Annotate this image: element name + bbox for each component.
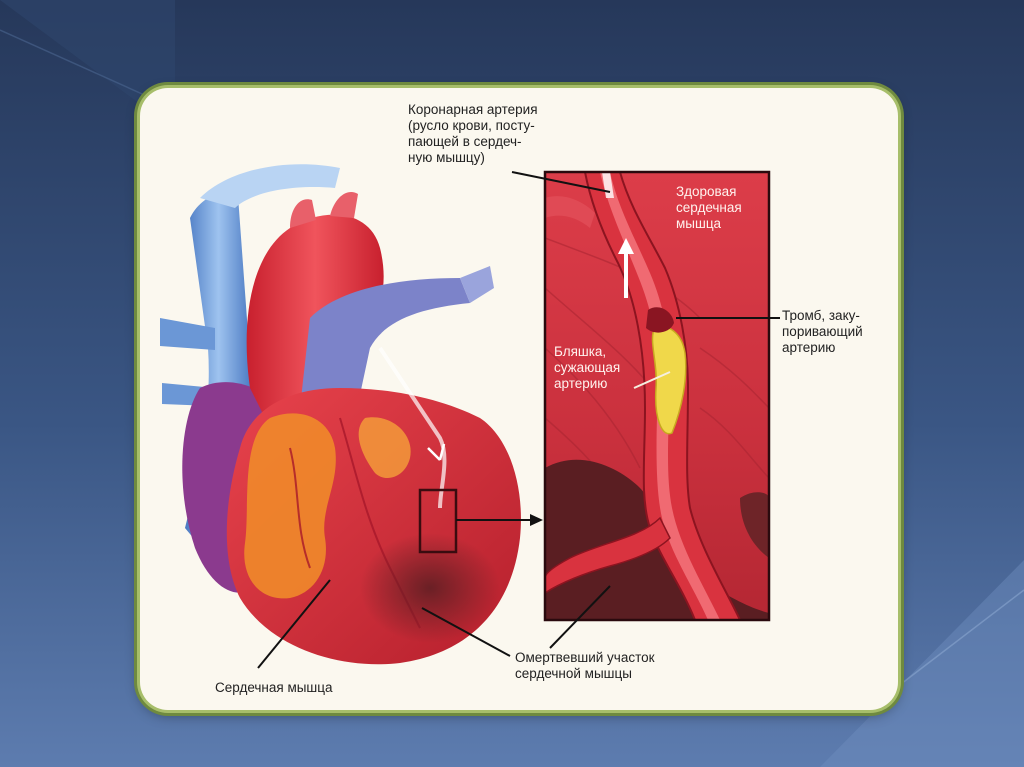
leader-dead-area bbox=[421, 607, 511, 657]
epicardial-fat bbox=[244, 413, 336, 599]
heart-attack-illustration bbox=[160, 164, 780, 669]
artery-branch bbox=[545, 516, 671, 594]
vein-branch-left bbox=[160, 318, 215, 350]
zoom-panel bbox=[545, 172, 769, 620]
label-plaque: Бляшка, сужающая артерию bbox=[554, 344, 621, 391]
dead-tissue-zone bbox=[360, 533, 500, 643]
label-heart-muscle: Сердечная мышца bbox=[215, 680, 333, 695]
zoom-connector-arrowhead bbox=[530, 514, 543, 526]
aorta-top-branches bbox=[290, 192, 358, 228]
pulmonary-artery bbox=[300, 278, 470, 418]
vein-top bbox=[200, 164, 340, 208]
flow-arrowhead bbox=[618, 238, 634, 254]
thrombus bbox=[646, 307, 674, 333]
upper-vessel bbox=[545, 196, 595, 228]
necrotic-tissue-right bbox=[740, 492, 769, 558]
diagram-card: Коронарная артерия (русло крови, посту- … bbox=[140, 88, 898, 710]
zoom-panel-border bbox=[543, 170, 771, 622]
label-coronary-artery: Коронарная артерия (русло крови, посту- … bbox=[408, 102, 538, 165]
label-healthy-muscle: Здоровая сердечная мышца bbox=[676, 184, 742, 231]
heart bbox=[160, 164, 521, 665]
leader-coronary-artery bbox=[511, 171, 611, 193]
flow-arrow-heart bbox=[427, 443, 446, 461]
label-thrombus: Тромб, заку- поривающий артерию bbox=[782, 308, 863, 355]
plaque bbox=[651, 326, 687, 435]
coronary-artery-vessel bbox=[378, 346, 447, 509]
leader-plaque bbox=[633, 371, 671, 389]
pulmonary-branch bbox=[460, 266, 494, 303]
leader-heart-muscle bbox=[257, 579, 331, 669]
label-dead-area: Омертвевший участок сердечной мышцы bbox=[515, 650, 655, 681]
leader-dead-area-panel bbox=[549, 585, 611, 649]
epicardial-fat-2 bbox=[358, 417, 411, 478]
